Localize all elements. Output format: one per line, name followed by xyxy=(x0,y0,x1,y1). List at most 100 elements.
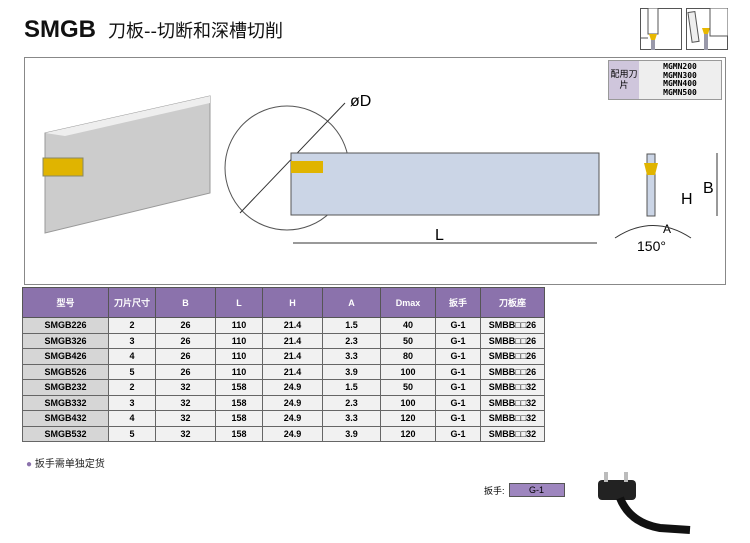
table-cell: 26 xyxy=(155,332,216,349)
table-cell: SMGB532 xyxy=(22,425,109,442)
column-header: H xyxy=(262,287,323,318)
wrench-label: 扳手: G-1 xyxy=(484,483,565,497)
table-cell: 100 xyxy=(380,363,436,380)
table-cell: 32 xyxy=(155,379,216,396)
table-cell: SMBB□□32 xyxy=(480,410,545,427)
table-cell: 26 xyxy=(155,317,216,334)
table-cell: 40 xyxy=(380,317,436,334)
table-cell: 3.9 xyxy=(322,363,381,380)
table-cell: SMBB□□32 xyxy=(480,394,545,411)
insert-model: MGMN300 xyxy=(663,70,697,80)
dim-l-label: L xyxy=(435,227,444,244)
table-cell: G-1 xyxy=(435,332,481,349)
dim-h-label: H xyxy=(681,191,693,208)
insert-model: MGMN400 xyxy=(663,79,697,88)
page-title: SMGB 刀板--切断和深槽切削 xyxy=(24,16,283,44)
table-cell: 120 xyxy=(380,410,436,427)
table-cell: SMGB426 xyxy=(22,348,109,365)
column-header: B xyxy=(155,287,216,318)
table-cell: SMBB□□32 xyxy=(480,379,545,396)
tool-drawing: øD L B H A 150° xyxy=(42,93,718,254)
table-cell: 2 xyxy=(108,317,156,334)
table-cell: 32 xyxy=(155,425,216,442)
table-cell: 158 xyxy=(215,410,263,427)
table-cell: 2.3 xyxy=(322,394,381,411)
table-cell: 3 xyxy=(108,394,156,411)
table-cell: SMGB526 xyxy=(22,363,109,380)
grooving-icon xyxy=(640,8,682,50)
table-cell: 3.3 xyxy=(322,410,381,427)
table-cell: 50 xyxy=(380,332,436,349)
wrench-label-text: 扳手: xyxy=(484,485,505,496)
table-cell: G-1 xyxy=(435,317,481,334)
parting-icon xyxy=(686,8,728,50)
column-header: L xyxy=(215,287,263,318)
table-cell: G-1 xyxy=(435,348,481,365)
table-cell: 158 xyxy=(215,394,263,411)
table-cell: 100 xyxy=(380,394,436,411)
table-cell: 4 xyxy=(108,348,156,365)
table-cell: 1.5 xyxy=(322,317,381,334)
column-header: 扳手 xyxy=(435,287,481,318)
table-cell: 32 xyxy=(155,410,216,427)
table-cell: G-1 xyxy=(435,394,481,411)
table-cell: 4 xyxy=(108,410,156,427)
table-cell: 24.9 xyxy=(262,394,323,411)
table-cell: SMGB326 xyxy=(22,332,109,349)
table-cell: 1.5 xyxy=(322,379,381,396)
title-code: SMGB xyxy=(24,16,96,43)
column-header: 刀板座 xyxy=(480,287,545,318)
table-cell: SMBB□□26 xyxy=(480,332,545,349)
table-cell: 110 xyxy=(215,363,263,380)
table-cell: G-1 xyxy=(435,425,481,442)
table-cell: 3.3 xyxy=(322,348,381,365)
table-cell: SMBB□□26 xyxy=(480,363,545,380)
table-cell: SMGB432 xyxy=(22,410,109,427)
table-cell: 26 xyxy=(155,363,216,380)
table-cell: 2 xyxy=(108,379,156,396)
table-cell: 50 xyxy=(380,379,436,396)
dim-d-label: øD xyxy=(350,93,371,110)
table-cell: SMBB□□26 xyxy=(480,348,545,365)
table-cell: 21.4 xyxy=(262,348,323,365)
insert-model: MGMN200 xyxy=(663,62,697,71)
table-cell: 120 xyxy=(380,425,436,442)
table-cell: SMGB332 xyxy=(22,394,109,411)
insert-box: 配用刀片 MGMN200 MGMN300 MGMN400 MGMN500 xyxy=(608,60,722,100)
table-cell: 110 xyxy=(215,348,263,365)
angle-label: 150° xyxy=(637,238,666,254)
table-cell: 5 xyxy=(108,425,156,442)
table-cell: 24.9 xyxy=(262,410,323,427)
table-cell: 32 xyxy=(155,394,216,411)
insert-model: MGMN500 xyxy=(663,87,697,97)
dim-b-label: B xyxy=(703,180,714,197)
wrench-value: G-1 xyxy=(508,483,565,497)
insert-label: 配用刀片 xyxy=(609,61,639,99)
table-cell: 5 xyxy=(108,363,156,380)
table-cell: 24.9 xyxy=(262,425,323,442)
table-cell: 158 xyxy=(215,425,263,442)
table-cell: G-1 xyxy=(435,410,481,427)
column-header: 刀片尺寸 xyxy=(108,287,156,318)
table-cell: SMGB226 xyxy=(22,317,109,334)
table-cell: 3.9 xyxy=(322,425,381,442)
column-header: Dmax xyxy=(380,287,436,318)
table-cell: 110 xyxy=(215,317,263,334)
table-cell: G-1 xyxy=(435,379,481,396)
table-cell: 110 xyxy=(215,332,263,349)
footnote-text: 扳手需单独定货 xyxy=(34,459,105,470)
table-cell: 21.4 xyxy=(262,317,323,334)
wrench-image xyxy=(598,472,691,534)
table-cell: 158 xyxy=(215,379,263,396)
footnote: ● 扳手需单独定货 xyxy=(26,459,105,470)
table-cell: 3 xyxy=(108,332,156,349)
